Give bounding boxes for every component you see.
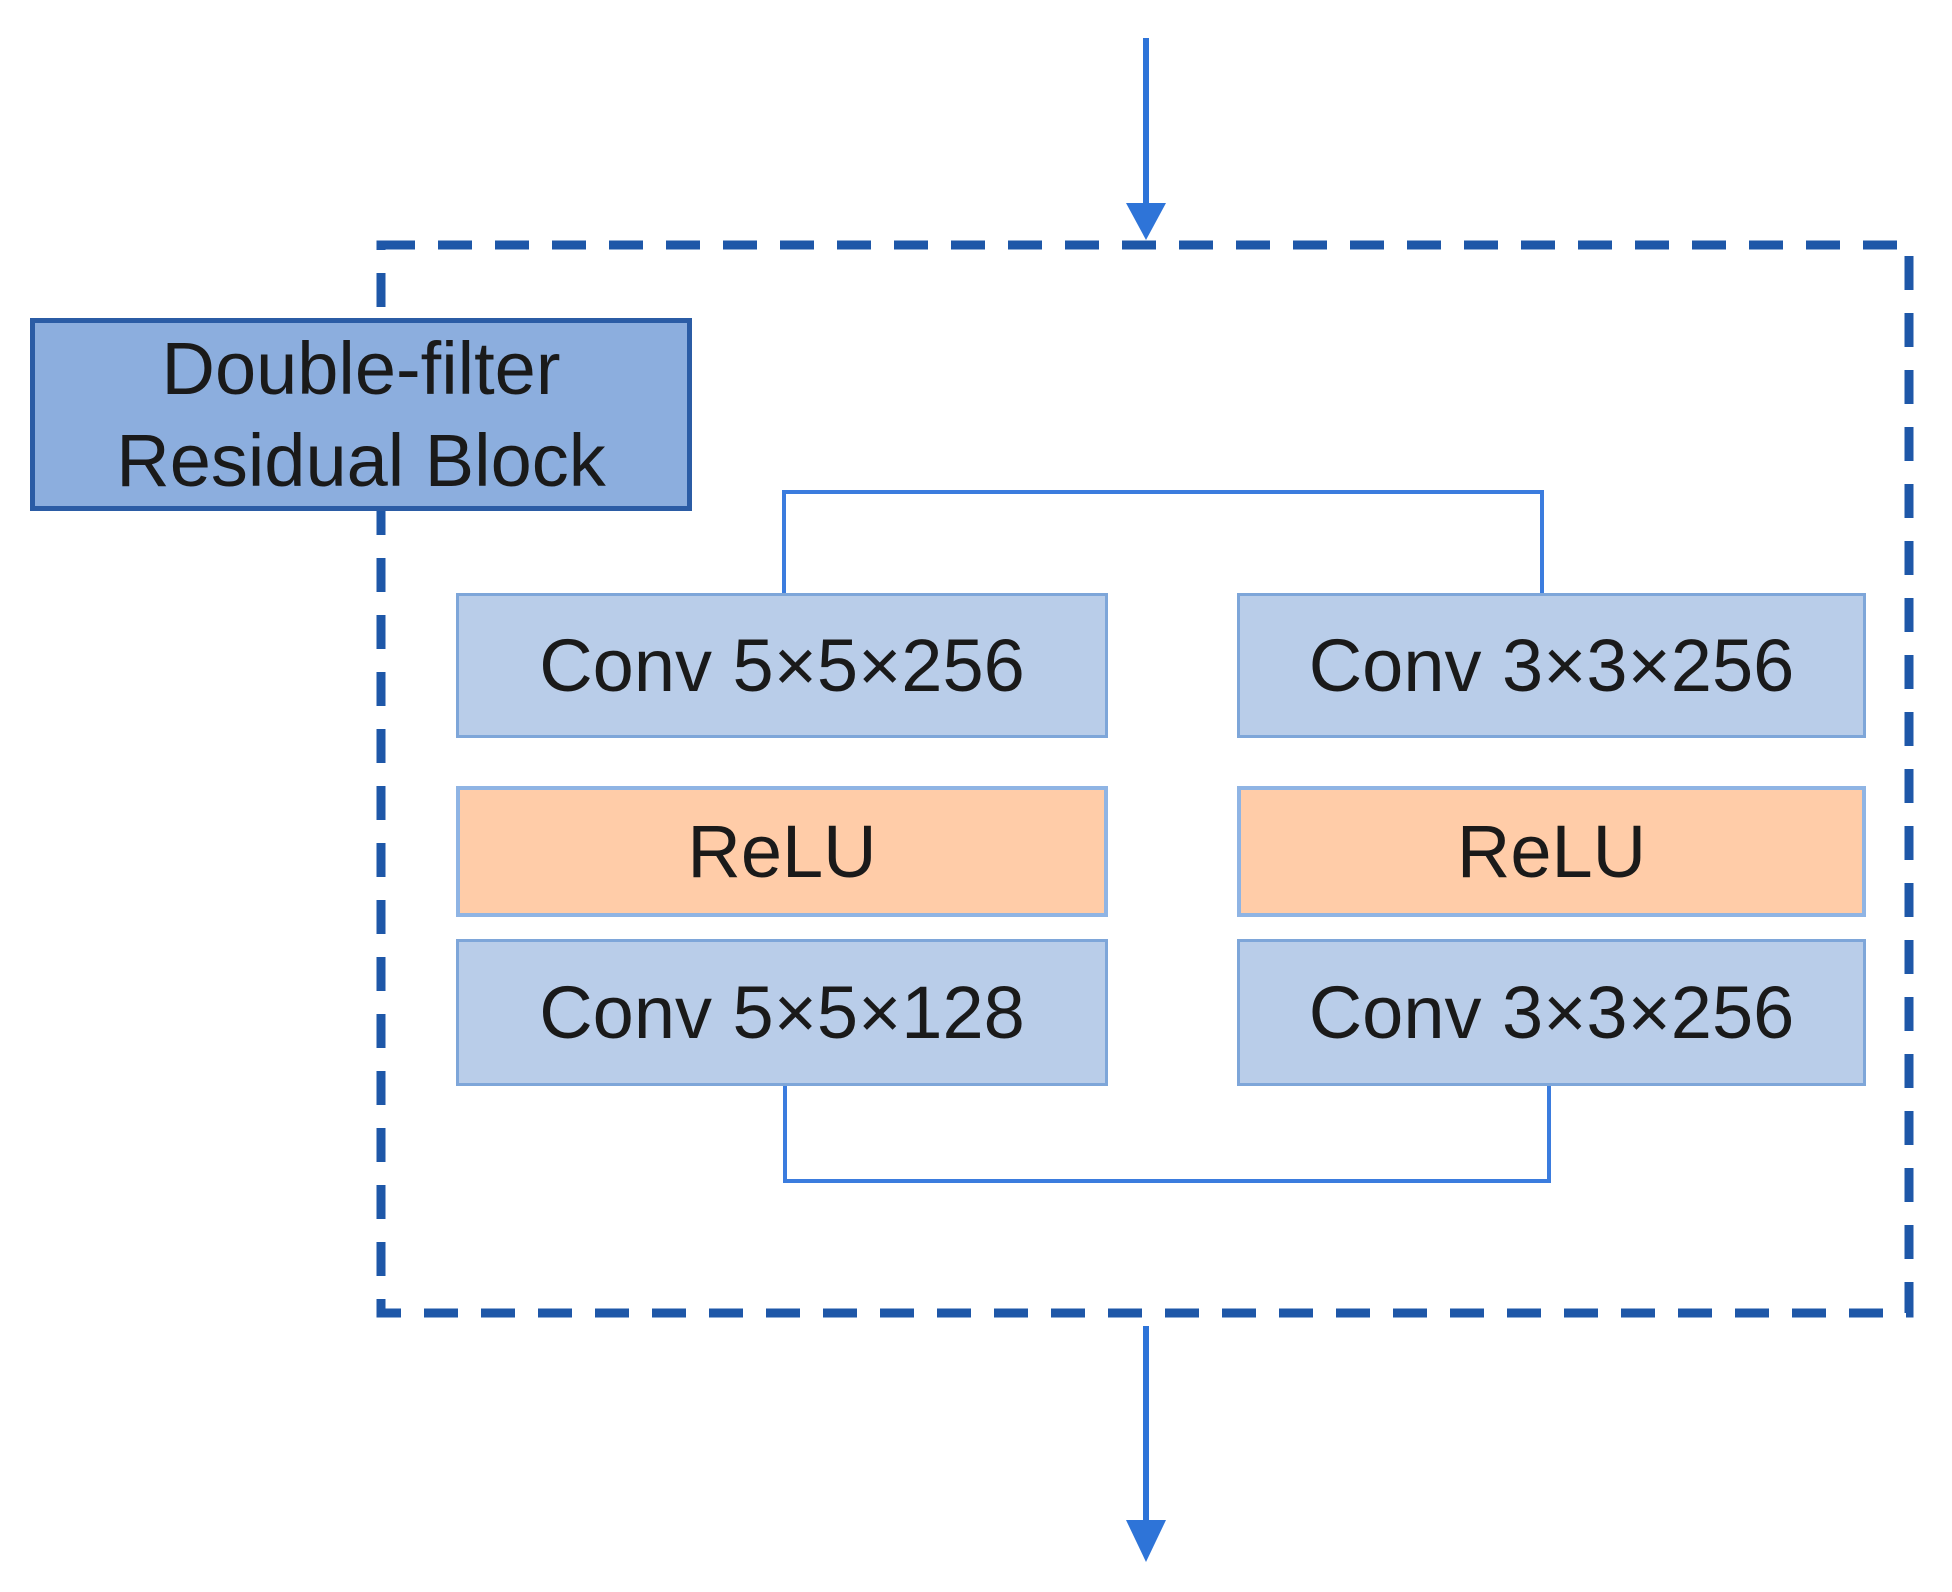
left-conv-top-label: Conv 5×5×256	[539, 624, 1025, 707]
bottom-merge-connector	[783, 1084, 1551, 1183]
output-arrowhead-icon	[1126, 1520, 1166, 1562]
title-line-2: Residual Block	[116, 418, 606, 502]
left-relu-label: ReLU	[687, 810, 877, 893]
left-relu-block: ReLU	[456, 786, 1108, 917]
residual-block-dashed-border	[376, 240, 1914, 1318]
input-arrowhead-icon	[1126, 203, 1166, 240]
top-split-connector	[782, 490, 1544, 596]
left-conv-bottom-label: Conv 5×5×128	[539, 971, 1025, 1054]
right-conv-bottom-label: Conv 3×3×256	[1308, 971, 1795, 1054]
title-line-1: Double-filter	[161, 326, 561, 410]
left-conv-top-block: Conv 5×5×256	[456, 593, 1108, 738]
residual-block-title: Double-filter Residual Block	[30, 318, 692, 511]
right-conv-bottom-block: Conv 3×3×256	[1237, 939, 1866, 1086]
right-relu-block: ReLU	[1237, 786, 1866, 917]
output-arrow	[1126, 1326, 1166, 1562]
input-arrow	[1126, 38, 1166, 240]
right-relu-label: ReLU	[1456, 810, 1647, 893]
right-conv-top-block: Conv 3×3×256	[1237, 593, 1866, 738]
left-conv-bottom-block: Conv 5×5×128	[456, 939, 1108, 1086]
right-conv-top-label: Conv 3×3×256	[1308, 624, 1795, 707]
